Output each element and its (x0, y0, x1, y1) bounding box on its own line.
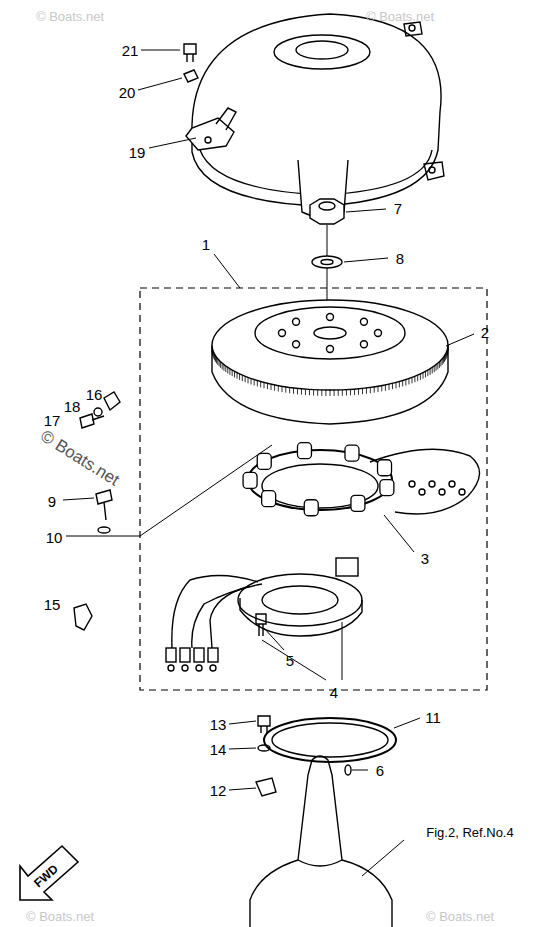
callout-number: 14 (210, 742, 227, 757)
watermark: © Boats.net (38, 427, 123, 489)
stator-coil (243, 443, 479, 516)
callout-number: 9 (48, 494, 56, 509)
callout-number: 3 (421, 551, 429, 566)
callout-number: 11 (425, 710, 441, 725)
callout-number: 7 (394, 201, 402, 216)
callout-number: 20 (119, 85, 136, 100)
callout-number: 15 (44, 597, 61, 612)
callout-number: 10 (46, 530, 63, 545)
callout-number: 13 (210, 717, 227, 732)
callout-number: 5 (286, 653, 294, 668)
callout-number: 19 (129, 145, 146, 160)
flywheel-cover (186, 14, 444, 217)
callout-number: 18 (64, 399, 81, 414)
callout-number: 2 (481, 325, 489, 340)
callout-number: 8 (396, 251, 404, 266)
watermark: © Boats.net (26, 910, 94, 923)
watermark: © Boats.net (36, 10, 104, 23)
callout-number: 21 (122, 43, 139, 58)
callout-number: 12 (210, 783, 227, 798)
callout-number: 17 (44, 413, 61, 428)
callout-number: 4 (330, 685, 338, 700)
reference-note: Fig.2, Ref.No.4 (426, 826, 513, 839)
flywheel (212, 300, 448, 424)
crankshaft-end (250, 756, 392, 927)
pulser-coil (166, 558, 362, 671)
callout-number: 1 (202, 237, 210, 252)
callout-number: 16 (86, 387, 103, 402)
callout-number: 6 (376, 763, 384, 778)
watermark: © Boats.net (366, 10, 434, 23)
watermark: © Boats.net (426, 910, 494, 923)
